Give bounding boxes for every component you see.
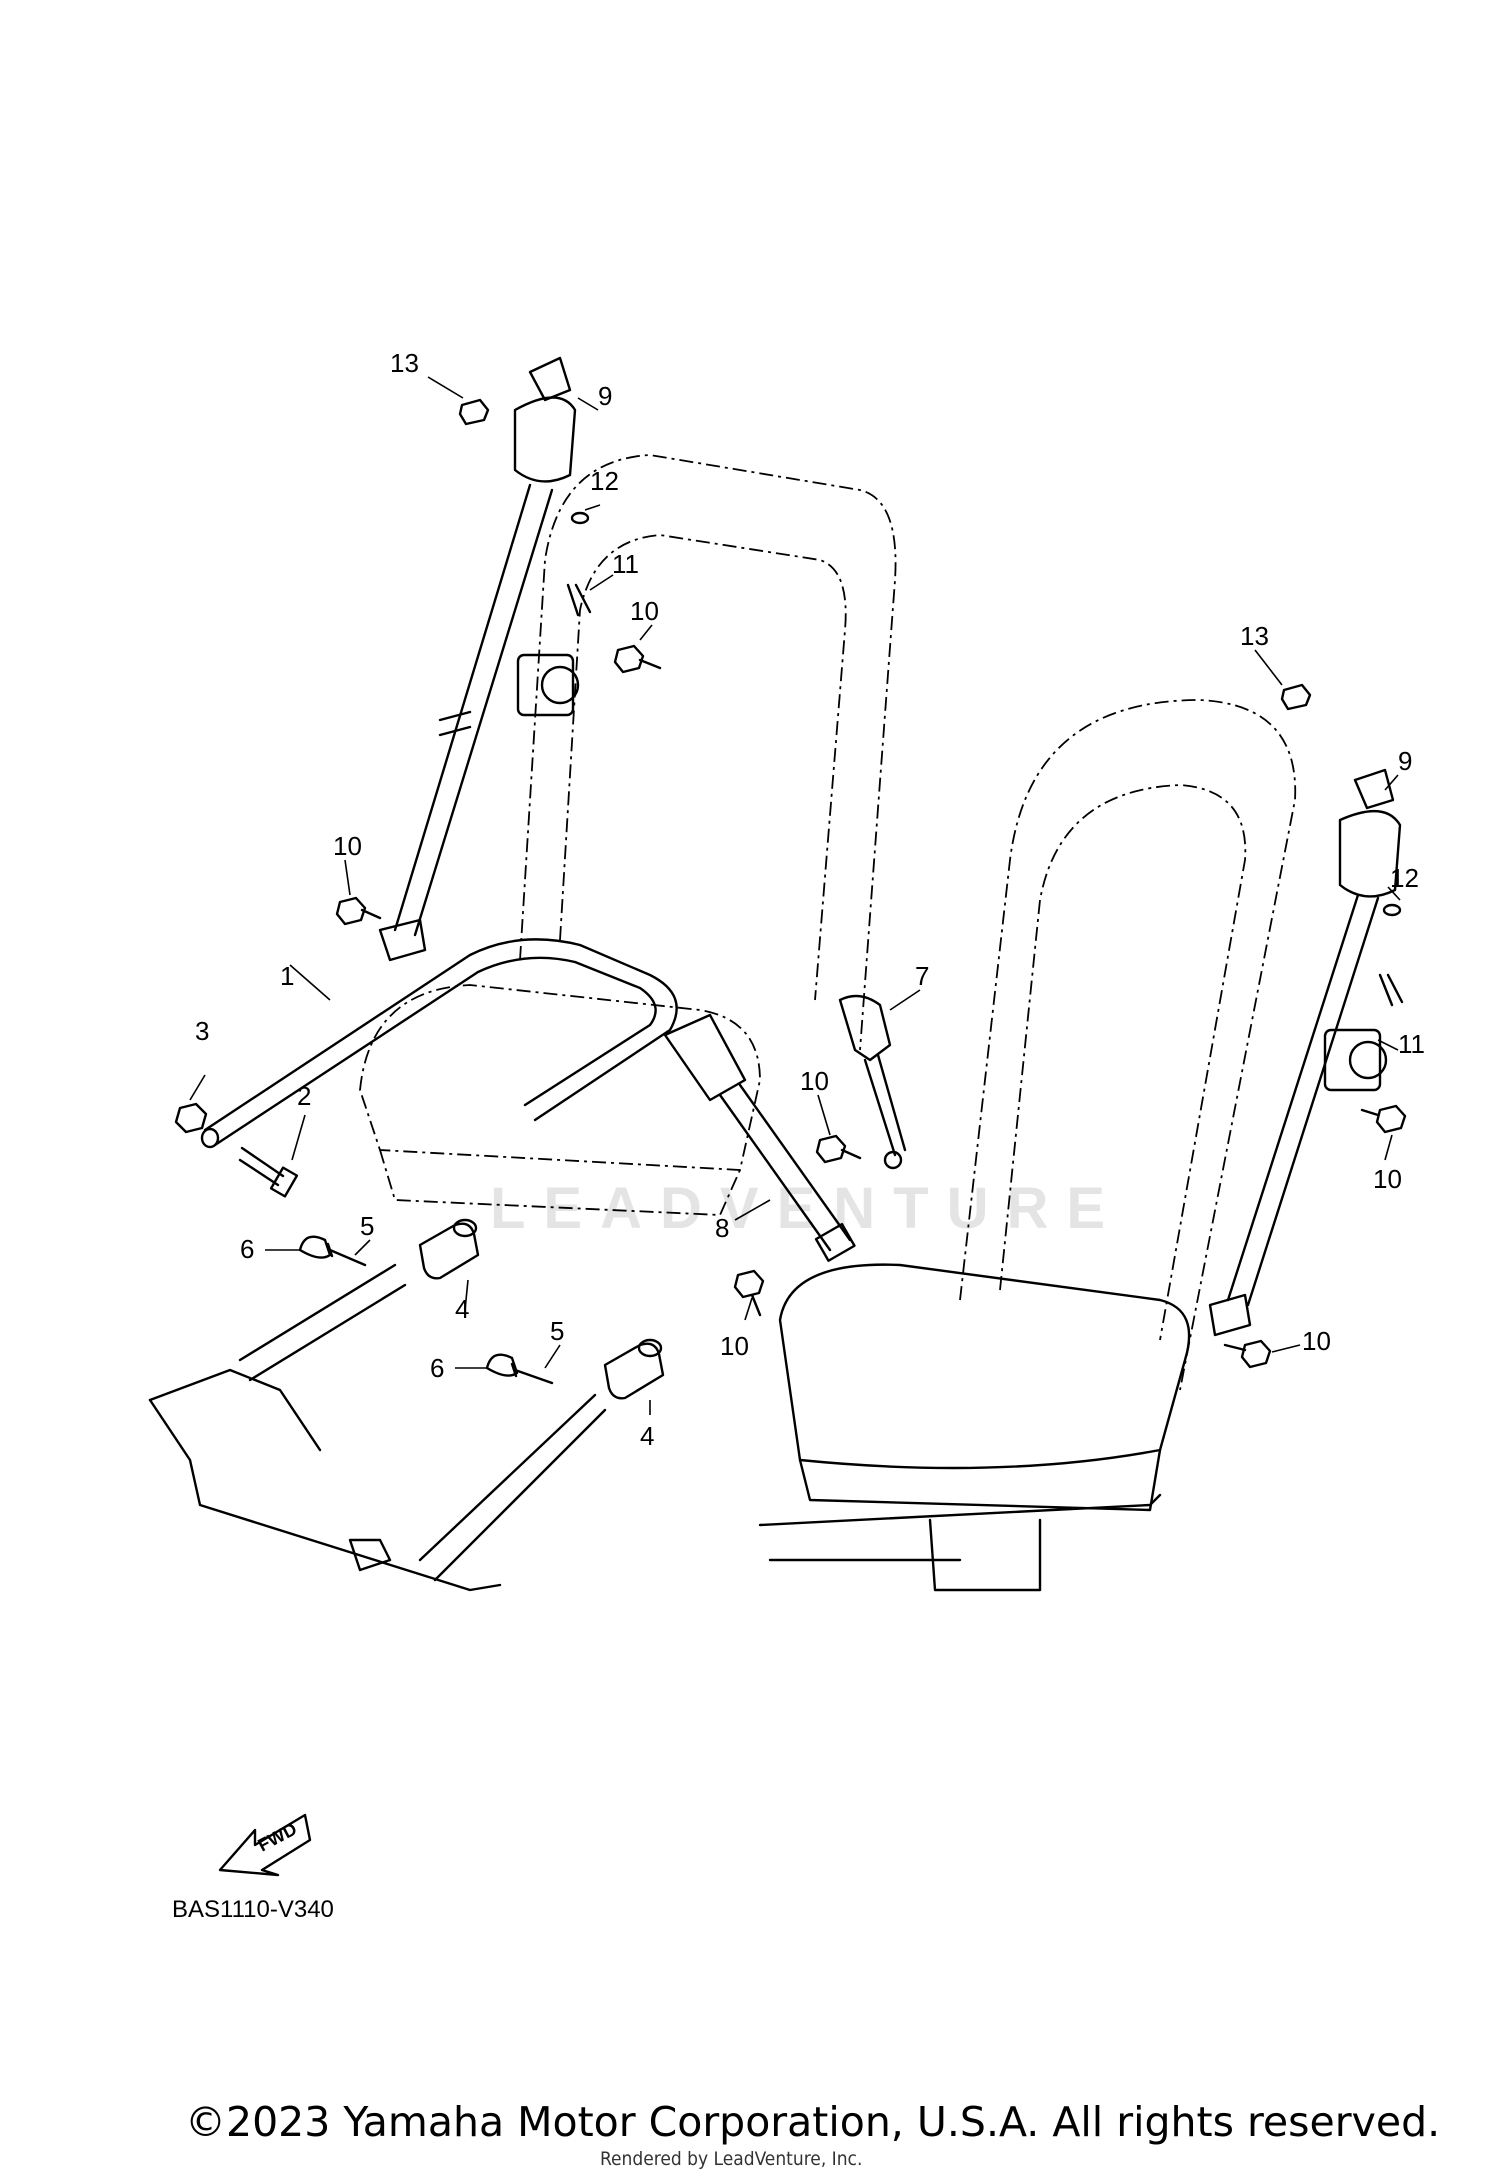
- right-seatbelt: [1208, 683, 1404, 1337]
- callout-5-upper: 5: [360, 1211, 374, 1241]
- callout-10-left-upper: 10: [630, 596, 659, 626]
- callout-8: 8: [715, 1213, 729, 1243]
- callout-5-lower: 5: [550, 1316, 564, 1346]
- callout-4-lower: 4: [640, 1421, 654, 1451]
- callout-6-upper: 6: [240, 1234, 254, 1264]
- callout-labels: 13 9 12 11 10 10 1 3 2 7 10 8 10 13 9 12…: [195, 348, 1425, 1451]
- seat-frame: [148, 1263, 607, 1592]
- left-seat-outline: [359, 454, 897, 1216]
- callout-6-lower: 6: [430, 1353, 444, 1383]
- callout-2: 2: [297, 1081, 311, 1111]
- part-1-grab-bar: [200, 938, 678, 1149]
- diagram-code: BAS1110-V340: [172, 1896, 334, 1923]
- copyright-notice: ©2023 Yamaha Motor Corporation, U.S.A. A…: [185, 2098, 1441, 2146]
- part-6-clip-upper: [298, 1235, 332, 1259]
- part-6-clip-lower: [485, 1353, 519, 1377]
- part-5-pin-upper: [326, 1242, 367, 1267]
- part-8-buckle: [663, 1013, 856, 1262]
- rendered-by-note: Rendered by LeadVenture, Inc.: [600, 2148, 863, 2170]
- callout-10-left-lower: 10: [333, 831, 362, 861]
- callout-13-left: 13: [390, 348, 419, 378]
- callout-4-upper: 4: [455, 1294, 469, 1324]
- callout-13-right: 13: [1240, 621, 1269, 651]
- left-seatbelt: [378, 356, 592, 962]
- right-seat-outline: [758, 699, 1297, 1592]
- callout-10-right-lower: 10: [1302, 1326, 1331, 1356]
- leader-lines: [189, 376, 1401, 1415]
- callout-10-right-upper: 10: [1373, 1164, 1402, 1194]
- part-7-belt-tongue: [838, 994, 907, 1170]
- callout-11-left: 11: [612, 549, 639, 579]
- callout-10-buckle: 10: [720, 1331, 749, 1361]
- part-2-bolt: [238, 1146, 299, 1198]
- callout-11-right: 11: [1398, 1029, 1425, 1059]
- callout-9-left: 9: [598, 381, 612, 411]
- part-10-bolts: [335, 644, 1407, 1369]
- part-4-collar-upper: [418, 1218, 480, 1280]
- part-3-nut: [174, 1102, 208, 1134]
- callout-9-right: 9: [1398, 746, 1412, 776]
- callout-12-right: 12: [1390, 863, 1419, 893]
- fwd-arrow-icon: [218, 1813, 312, 1877]
- callout-10-center: 10: [800, 1066, 829, 1096]
- part-4-collar-lower: [603, 1338, 665, 1400]
- callout-1: 1: [280, 961, 294, 991]
- callout-3: 3: [195, 1016, 209, 1046]
- callout-12-left: 12: [590, 466, 619, 496]
- callout-7: 7: [915, 961, 929, 991]
